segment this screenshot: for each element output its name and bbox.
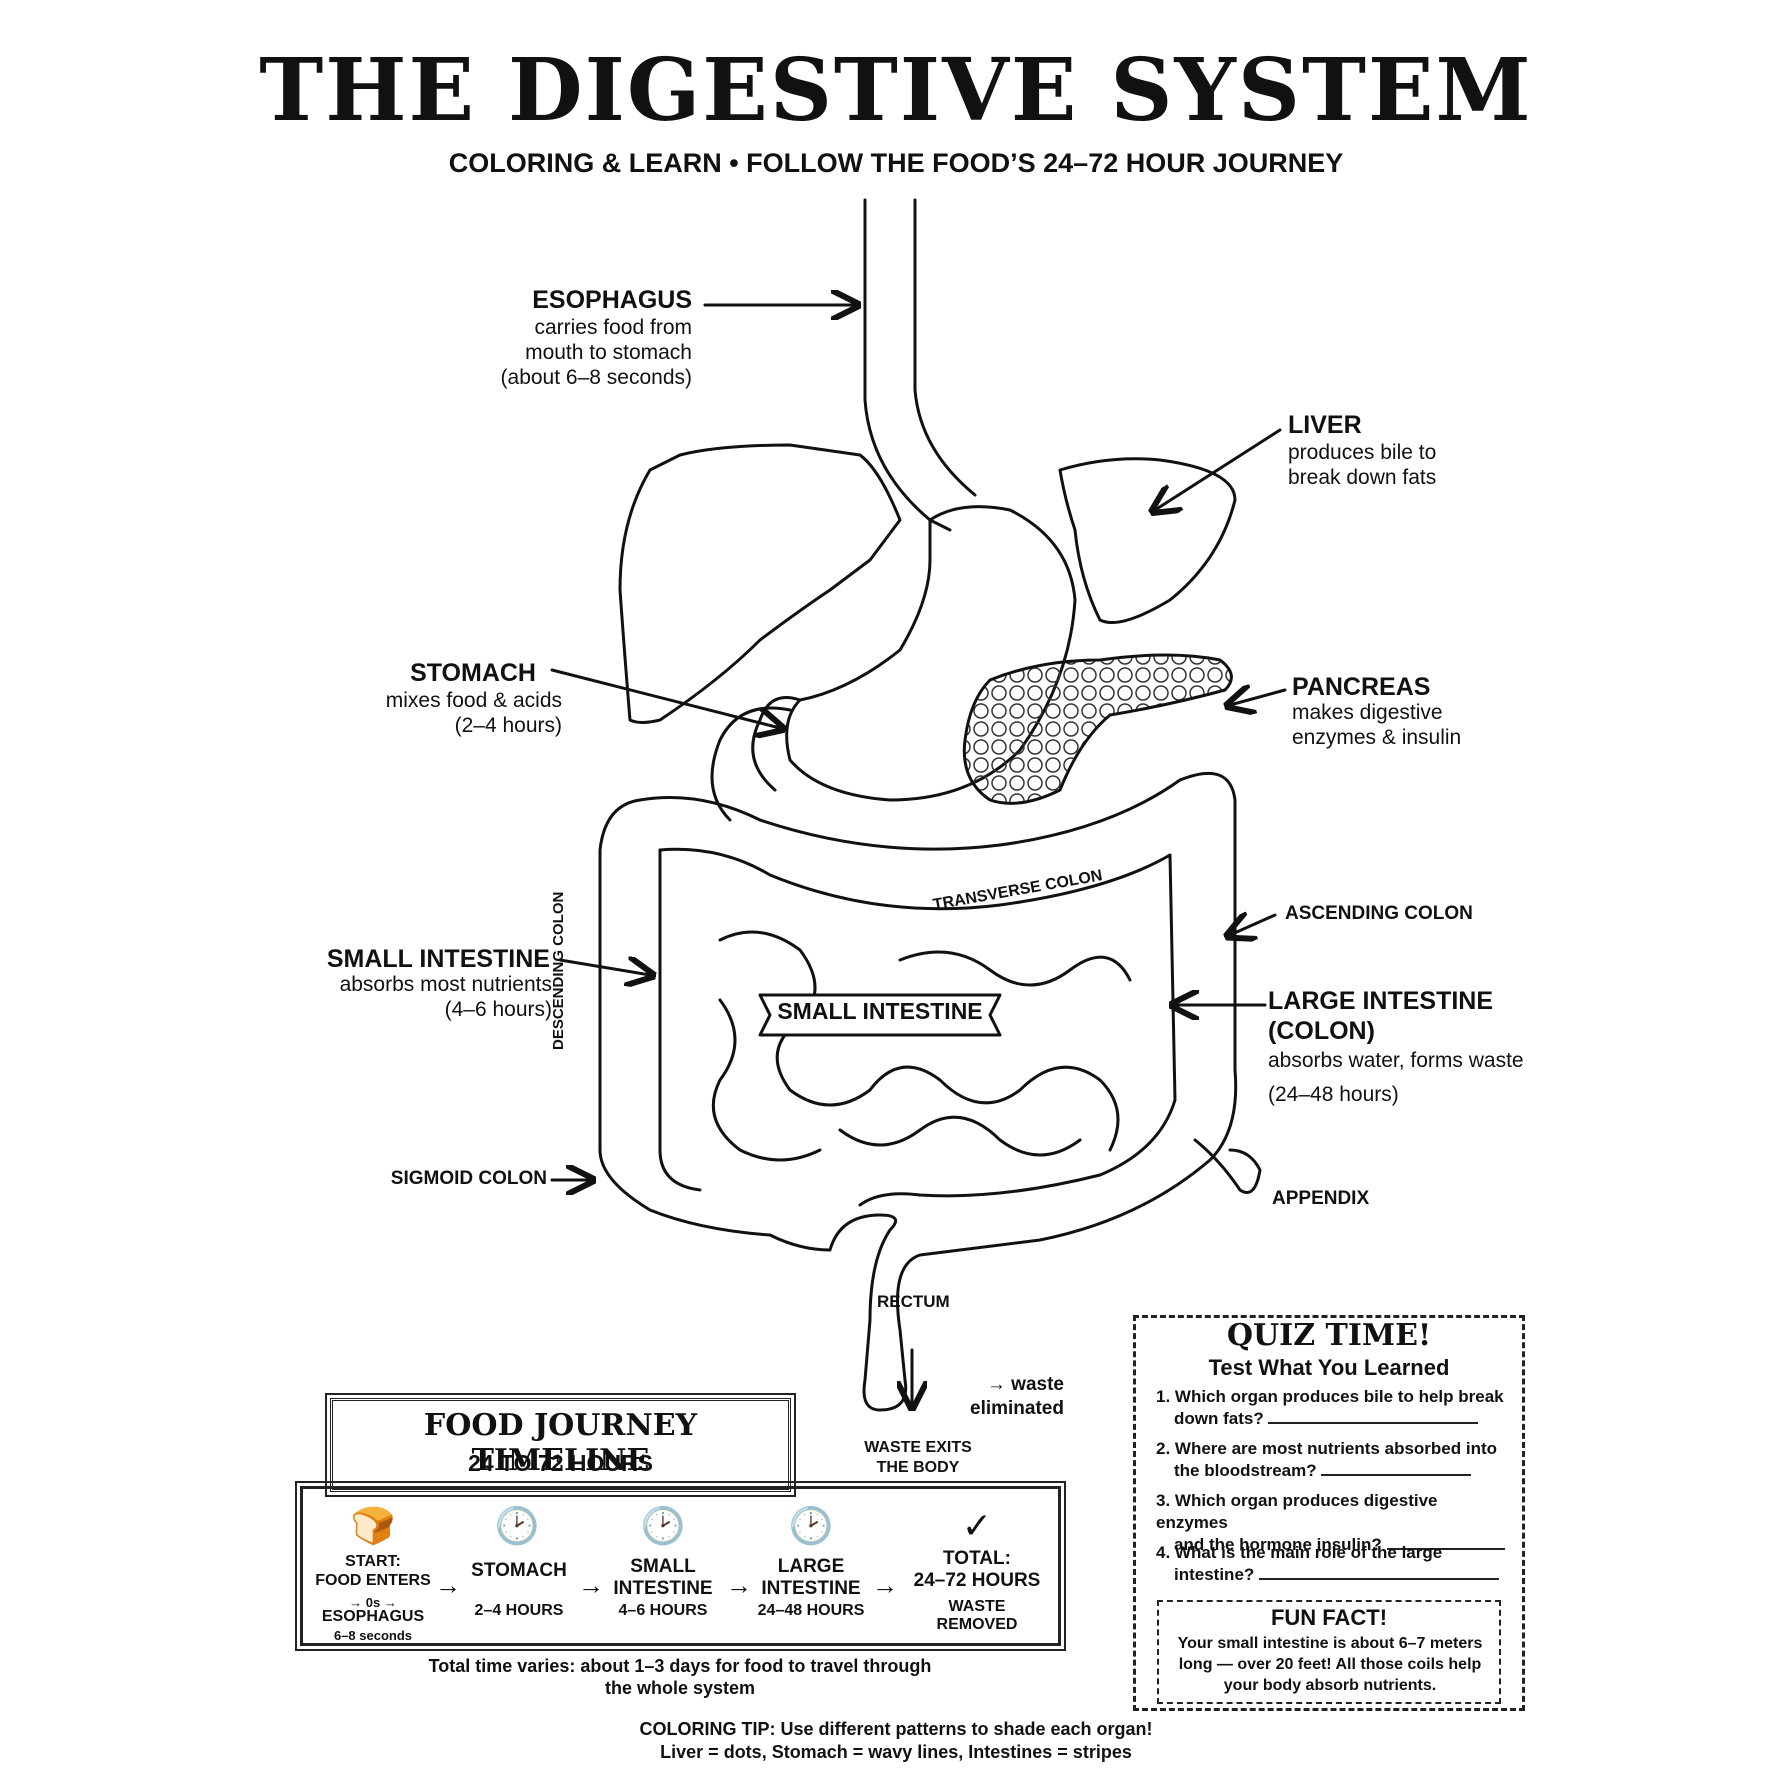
coloring-tip: COLORING TIP: Use different patterns to … [639,1719,1153,1762]
timeline-step-start-time: ESOPHAGUS [321,1608,425,1625]
timeline-arrow: → [726,1570,752,1600]
timeline-step-total-time: WASTE REMOVED [936,1598,1018,1633]
large-intestine-label: LARGE INTESTINE(COLON) [1268,987,1494,1045]
timeline-step-stomach-time: 2–4 HOURS [474,1602,564,1619]
stomach [785,505,1077,802]
descending-colon-label: DESCENDING COLON [550,891,567,1050]
ascending-colon-label: ASCENDING COLON [1285,903,1473,924]
appendix-label: APPENDIX [1272,1188,1370,1209]
small-intestine-coils [718,930,1120,1152]
timeline-note: Total time varies: about 1–3 days for fo… [428,1656,932,1698]
large-intestine-desc: absorbs water, forms waste(24–48 hours) [1268,1049,1524,1106]
rectum-label: RECTUM [877,1292,950,1311]
quiz-title: QUIZ TIME! [1226,1318,1432,1353]
page-title: THE DIGESTIVE SYSTEM [259,40,1533,141]
timeline-arrow: → [435,1570,461,1600]
stomach-desc: mixes food & acids(2–4 hours) [385,689,562,737]
liver-label: LIVER [1288,411,1362,439]
liver [618,443,902,724]
small-intestine-desc: absorbs most nutrients(4–6 hours) [339,973,552,1021]
quiz-question-2: 2. Where are most nutrients absorbed int… [1156,1439,1498,1480]
clock-icon: 🕑 [494,1505,540,1546]
esophagus-label: ESOPHAGUS [532,286,692,314]
timeline-arrow: → [872,1570,898,1600]
timeline-step-large-intestine: LARGE INTESTINE [761,1556,861,1599]
appendix [1193,1138,1262,1194]
esophagus [863,198,952,532]
clock-icon: 🕑 [788,1505,834,1546]
fun-fact-title: FUN FACT! [1270,1605,1388,1630]
check-icon: ✓ [961,1505,993,1546]
timeline-step-small-intestine: SMALL INTESTINE [613,1556,713,1599]
fun-fact-frame [1157,1600,1501,1704]
timeline-step-total: TOTAL: 24–72 HOURS [913,1548,1041,1591]
stomach-label: STOMACH [410,659,536,687]
timeline-step-small-intestine-time: 4–6 HOURS [618,1602,708,1619]
small-intestine-banner: SMALL INTESTINE [777,998,983,1024]
pancreas-label: PANCREAS [1292,673,1431,701]
timeline-step-large-intestine-time: 24–48 HOURS [757,1602,865,1619]
clock-icon: 🕑 [640,1505,686,1546]
timeline-arrow: → [578,1570,604,1600]
quiz-question-1: 1. Which organ produces bile to help bre… [1156,1387,1504,1428]
bread-icon: 🍞 [350,1505,396,1546]
quiz-subtitle: Test What You Learned [1208,1355,1450,1380]
timeline-step-stomach: STOMACH [471,1560,567,1581]
page-subtitle: COLORING & LEARN • FOLLOW THE FOOD’S 24–… [448,148,1344,178]
timeline-frame [295,1481,1066,1651]
quiz-frame [1133,1315,1525,1711]
timeline-step-start-sub: 6–8 seconds [333,1628,413,1643]
timeline-step-start-extra: → 0s → [349,1595,397,1610]
timeline-title-frame [325,1393,796,1497]
pancreas [962,653,1233,805]
sigmoid-colon-label: SIGMOID COLON [390,1168,547,1189]
timeline-step-start: START: FOOD ENTERS [315,1553,431,1589]
quiz-question-3: 3. Which organ produces digestive enzyme… [1156,1490,1506,1556]
timeline-range: 24 TO 72 HOURS [468,1450,653,1476]
small-intestine-label: SMALL INTESTINE [326,945,550,973]
large-intestine [598,771,1238,1412]
timeline-title: FOOD JOURNEY TIMELINE [423,1408,698,1478]
fun-fact-text: Your small intestine is about 6–7 meters… [1177,1635,1483,1694]
